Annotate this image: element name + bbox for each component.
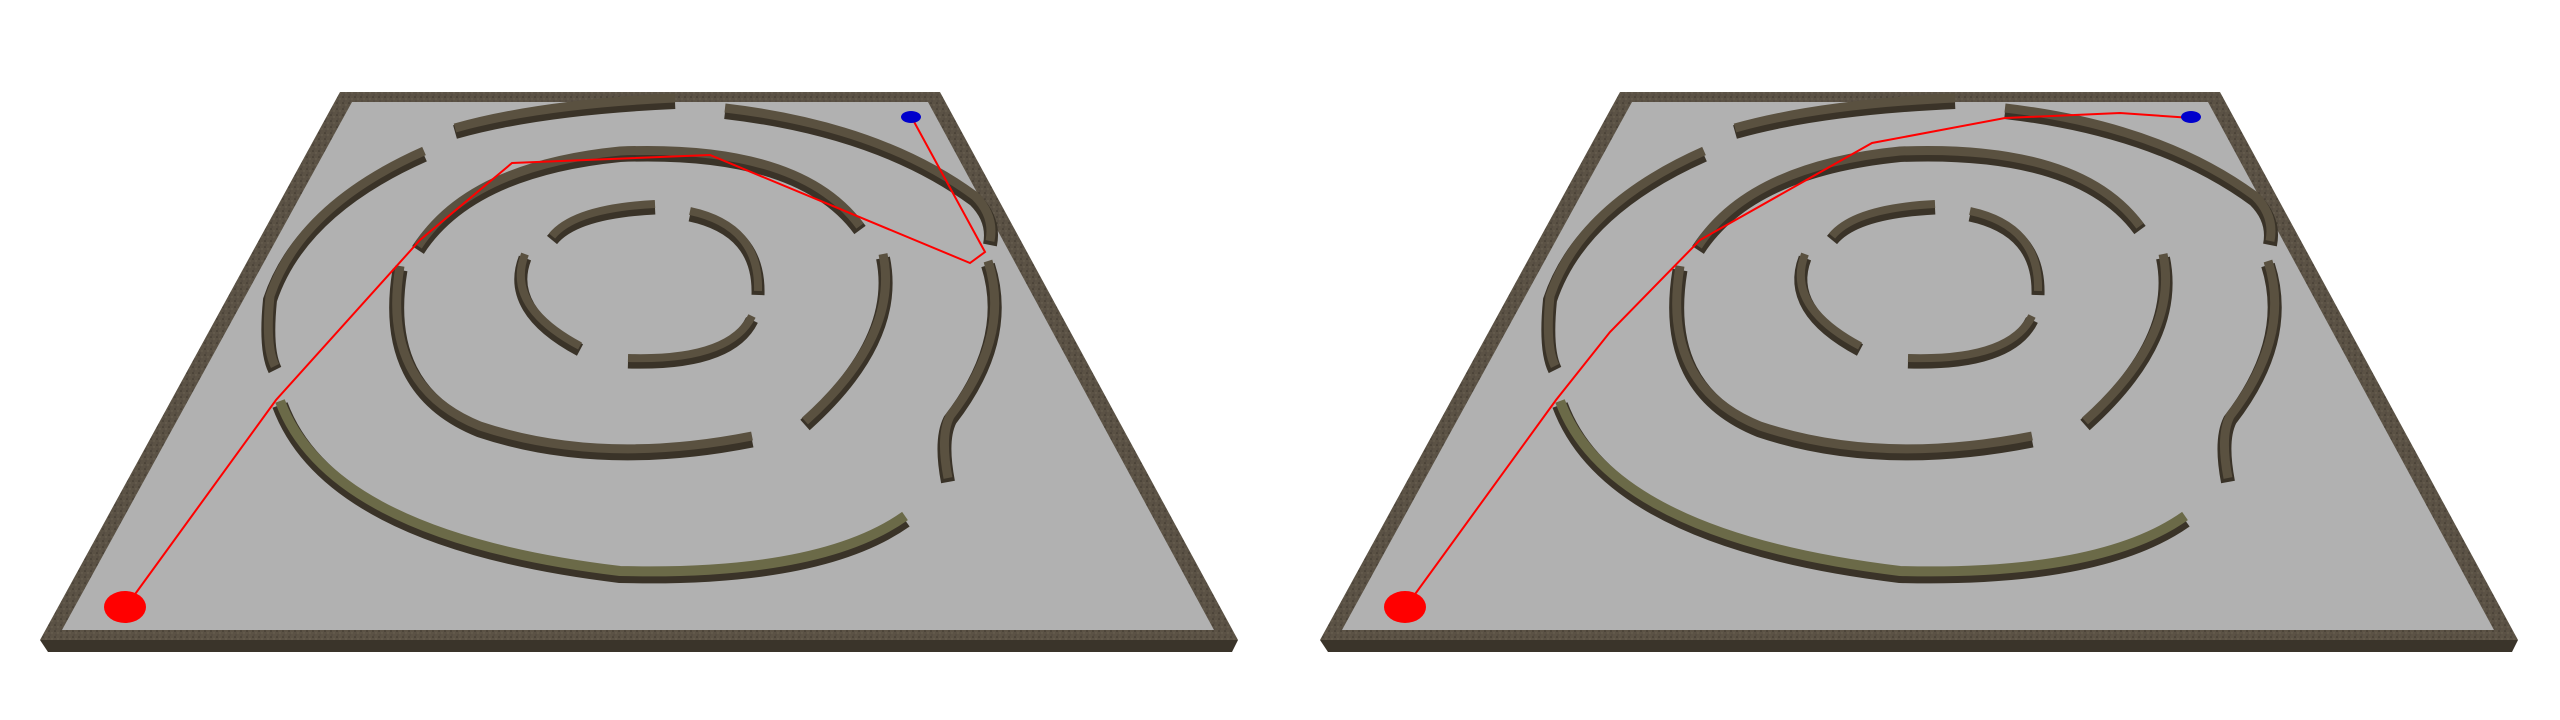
wall-segment: [1969, 207, 2043, 292]
wall-segment: [263, 146, 426, 369]
wall-segment: [1672, 265, 2033, 454]
wall-segment: [548, 200, 656, 239]
maze-panel-right: [1320, 92, 2518, 652]
maze-panel-left: [40, 92, 1238, 652]
wall-segment: [2004, 103, 2276, 242]
wall-segment-highlight: [1555, 399, 2188, 577]
wall-segment: [2219, 259, 2280, 479]
start-marker: [104, 591, 146, 623]
goal-marker: [901, 111, 921, 123]
outer-ring: [1541, 93, 2282, 584]
wall-segment: [724, 103, 996, 242]
goal-marker: [2181, 111, 2201, 123]
wall-segment: [689, 207, 763, 292]
wall-segment: [516, 252, 582, 350]
wall-segment: [1543, 146, 1706, 369]
wall-segment: [1828, 200, 1936, 239]
wall-segment: [1796, 252, 1862, 350]
board-frame-bottom: [40, 640, 1238, 652]
wall-segment: [392, 265, 753, 454]
wall-segment: [1907, 314, 2036, 363]
wall-segment: [627, 314, 756, 363]
outer-ring: [261, 93, 1002, 584]
wall-segment: [414, 145, 864, 249]
wall-segment-highlight: [275, 399, 908, 577]
wall-segment: [1733, 93, 1956, 133]
path-line: [124, 117, 987, 609]
middle-ring: [1669, 145, 2173, 461]
path-line: [1404, 111, 2193, 609]
inner-ring: [514, 200, 765, 369]
board-frame-bottom: [1320, 640, 2518, 652]
wall-segment: [453, 93, 676, 133]
start-marker: [1384, 591, 1426, 623]
wall-segment: [801, 253, 891, 425]
wall-segment: [2081, 253, 2171, 425]
wall-segment: [939, 259, 1000, 479]
wall-segment: [1694, 145, 2144, 249]
inner-ring: [1794, 200, 2045, 369]
